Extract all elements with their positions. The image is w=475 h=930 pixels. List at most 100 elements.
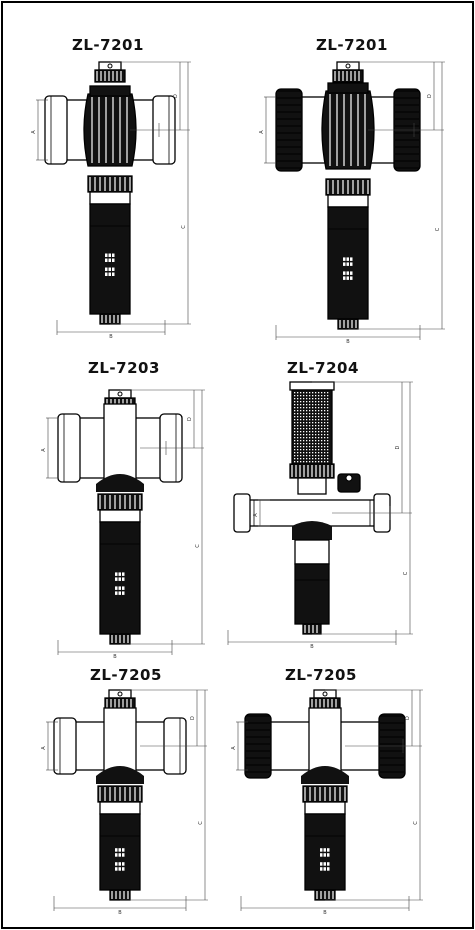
strainer-neck xyxy=(297,477,327,495)
dim-b-label: B xyxy=(109,334,113,340)
title-zl-7203: ZL-7203 xyxy=(88,359,160,377)
title-zl-7201-b: ZL-7201 xyxy=(316,36,388,54)
cap-nut-grip xyxy=(334,71,360,81)
left-end-fitting xyxy=(44,95,68,165)
center-tee xyxy=(103,403,137,485)
lower-hex-grip xyxy=(89,177,131,191)
drain-grip xyxy=(111,635,129,643)
strainer-mesh-pattern xyxy=(294,392,329,463)
left-end-fitting xyxy=(233,493,251,533)
strainer-nut-grip xyxy=(291,465,333,477)
dim-b-label: B xyxy=(113,654,117,660)
gauge-port xyxy=(337,473,361,493)
dim-d-label: D xyxy=(190,716,196,720)
tee-saddle xyxy=(301,766,349,784)
dimension-lines: B C D A xyxy=(31,61,191,340)
title-zl-7205-b: ZL-7205 xyxy=(285,666,357,684)
dim-a-label: A xyxy=(41,746,47,750)
dim-a-label: A xyxy=(31,130,37,134)
body-markings xyxy=(343,257,353,280)
dim-b-label: B xyxy=(346,339,350,345)
dim-c-label: C xyxy=(181,225,187,229)
filter-housing xyxy=(294,563,330,625)
upper-collar xyxy=(327,82,369,94)
dim-c-label: C xyxy=(435,227,441,231)
lower-hex-grip xyxy=(99,495,141,509)
center-bulb xyxy=(321,90,375,170)
cap-bolt xyxy=(322,691,328,697)
dim-a-label: A xyxy=(231,746,237,750)
dim-d-label: D xyxy=(405,716,411,720)
drain-grip xyxy=(304,625,318,633)
body-markings xyxy=(105,253,115,276)
diagram-zl-7205-nut: B C D A xyxy=(231,689,423,916)
title-zl-7201-a: ZL-7201 xyxy=(72,36,144,54)
lower-collar xyxy=(294,539,330,565)
left-end-fitting xyxy=(57,413,81,483)
left-nut-hatch xyxy=(277,90,301,169)
center-tee xyxy=(103,707,137,777)
filter-housing xyxy=(99,813,141,891)
cap-bolt xyxy=(107,63,113,69)
neck xyxy=(89,191,131,205)
cap-bolt xyxy=(345,63,351,69)
lower-hex-grip xyxy=(327,180,369,194)
upper-collar xyxy=(89,85,131,97)
drain-grip xyxy=(111,891,129,899)
neck xyxy=(327,194,369,208)
dim-d-label: D xyxy=(173,94,179,98)
diagram-zl-7205-plain: B C D A xyxy=(41,689,208,916)
cap-bolt xyxy=(117,391,123,397)
tee-saddle xyxy=(96,474,144,492)
dim-c-label: C xyxy=(195,544,201,548)
dim-c-label: C xyxy=(198,821,204,825)
dim-a-label: A xyxy=(41,448,47,452)
dimension-lines: B C D A xyxy=(41,389,205,660)
left-nut-hatch xyxy=(246,715,270,773)
dim-d-label: D xyxy=(395,445,401,449)
lower-hex-grip xyxy=(304,787,346,801)
neck xyxy=(304,801,346,815)
cap-nut-grip xyxy=(311,699,337,709)
lower-hex-grip xyxy=(99,787,141,801)
neck xyxy=(99,801,141,815)
diagram-zl-7203: B C D A xyxy=(41,389,205,660)
bulb-lines xyxy=(91,97,128,163)
tee-saddle xyxy=(96,766,144,784)
title-zl-7205-a: ZL-7205 xyxy=(90,666,162,684)
dim-b-label: B xyxy=(323,910,327,916)
drain-plug xyxy=(302,623,322,635)
body-markings xyxy=(115,848,125,871)
drain-grip xyxy=(101,315,119,323)
dim-b-label: B xyxy=(118,910,122,916)
dimension-lines: B C D A xyxy=(259,61,445,345)
bulb-lines xyxy=(329,94,366,166)
cap-nut-grip xyxy=(106,699,132,709)
tee-saddle xyxy=(292,521,332,540)
dim-a-label: A xyxy=(259,130,265,134)
diagram-zl-7201-plain: B C D A xyxy=(31,61,191,340)
center-bulb xyxy=(83,93,137,167)
right-nut-hatch xyxy=(380,715,404,773)
left-nut xyxy=(275,88,303,172)
title-zl-7204: ZL-7204 xyxy=(287,359,359,377)
diagram-zl-7201-nut: B C D A xyxy=(259,61,445,345)
drain-grip xyxy=(339,320,357,328)
dim-d-label: D xyxy=(187,417,193,421)
center-tee xyxy=(308,707,342,777)
filter-housing xyxy=(304,813,346,891)
dim-c-label: C xyxy=(413,821,419,825)
dim-c-label: C xyxy=(403,571,409,575)
dim-b-label: B xyxy=(310,644,314,650)
left-nut xyxy=(244,713,272,779)
neck xyxy=(99,509,141,523)
gauge-port-hole xyxy=(345,474,353,482)
left-end-fitting xyxy=(53,717,77,775)
body-markings xyxy=(320,848,330,871)
dim-d-label: D xyxy=(427,94,433,98)
strainer-top-cap xyxy=(289,381,335,391)
cap-bolt xyxy=(117,691,123,697)
